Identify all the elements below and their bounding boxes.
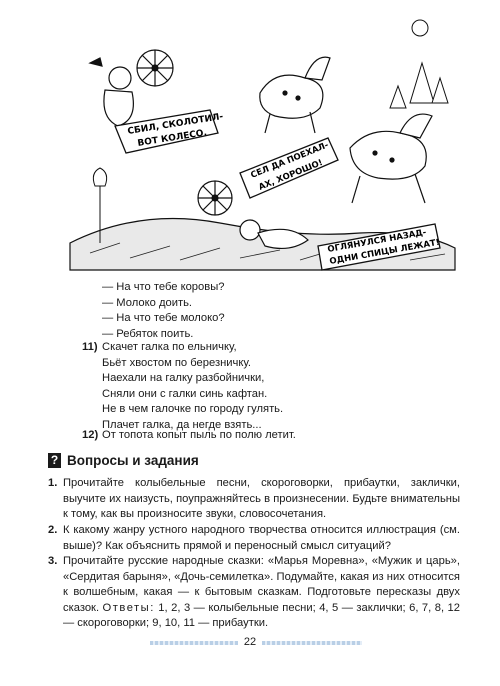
question-number: 2. (48, 524, 58, 536)
question-text: К какому жанру устного народного творчес… (63, 524, 460, 552)
verse-line: Скачет галка по ельничку, (102, 341, 237, 353)
trees (389, 19, 449, 109)
verse-line: Сняли они с галки синь кафтан. (102, 387, 268, 400)
dialog-line: — Молоко доить. (102, 296, 193, 309)
cart-wheel (197, 180, 233, 216)
dialog-block: — На что тебе коровы? — Молоко доить. — … (102, 280, 225, 342)
grass-strokes (89, 242, 446, 261)
section-title: Вопросы и задания (67, 453, 199, 468)
question-number: 1. (48, 477, 58, 489)
verse-line: Плачет галка, да негде взять... (102, 418, 262, 431)
dialog-line: — Ребяток поить. (102, 327, 194, 340)
item-number: 11) (82, 341, 98, 353)
question-1: 1. Прочитайте колыбельные песни, скорого… (48, 476, 460, 523)
fallen-figure (239, 219, 309, 250)
question-mark-icon: ? (48, 453, 61, 468)
verse-line: Не в чем галочке по городу гулять. (102, 403, 284, 416)
verse-line: Наехали на галку разбойнички, (102, 372, 265, 385)
answers-label: Ответы: (102, 601, 155, 614)
section-heading: ? Вопросы и задания (48, 453, 199, 468)
horse-top (259, 56, 331, 134)
banner-2: СЕЛ ДА ПОЕХАЛ- АХ, ХОРОШО! (239, 137, 339, 199)
dialog-line: — На что тебе коровы? (102, 281, 225, 293)
verse-line: Бьёт хвостом по березничку. (102, 356, 251, 369)
question-2: 2. К какому жанру устного народного твор… (48, 523, 460, 554)
banner-1: СБИЛ, СКОЛОТИЛ- ВОТ КОЛЕСО. (114, 109, 224, 154)
question-text: Прочитайте колыбельные песни, скороговор… (63, 477, 460, 521)
footer-bar-left (150, 641, 238, 645)
question-text: Прочитайте русские народные сказки: «Мар… (63, 555, 460, 614)
flower (92, 167, 108, 243)
question-3: 3. Прочитайте русские народные сказки: «… (48, 554, 460, 632)
folk-illustration: СБИЛ, СКОЛОТИЛ- ВОТ КОЛЕСО. СЕЛ ДА ПОЕХА… (69, 19, 456, 271)
item-number: 12) (82, 429, 99, 441)
page-number: 22 (243, 636, 257, 648)
footer-bar-right (262, 641, 362, 645)
dialog-line: — На что тебе молоко? (102, 312, 225, 325)
question-number: 3. (48, 555, 58, 567)
answers-text: 1, 2, 3 — колыбельные песни; 4, 5 — закл… (63, 601, 460, 630)
page-footer: 22 (0, 636, 500, 650)
item-text: От топота копыт пыль по полю летит. (102, 429, 296, 441)
wheelwright-figure (88, 49, 174, 127)
horse-right (349, 113, 433, 204)
